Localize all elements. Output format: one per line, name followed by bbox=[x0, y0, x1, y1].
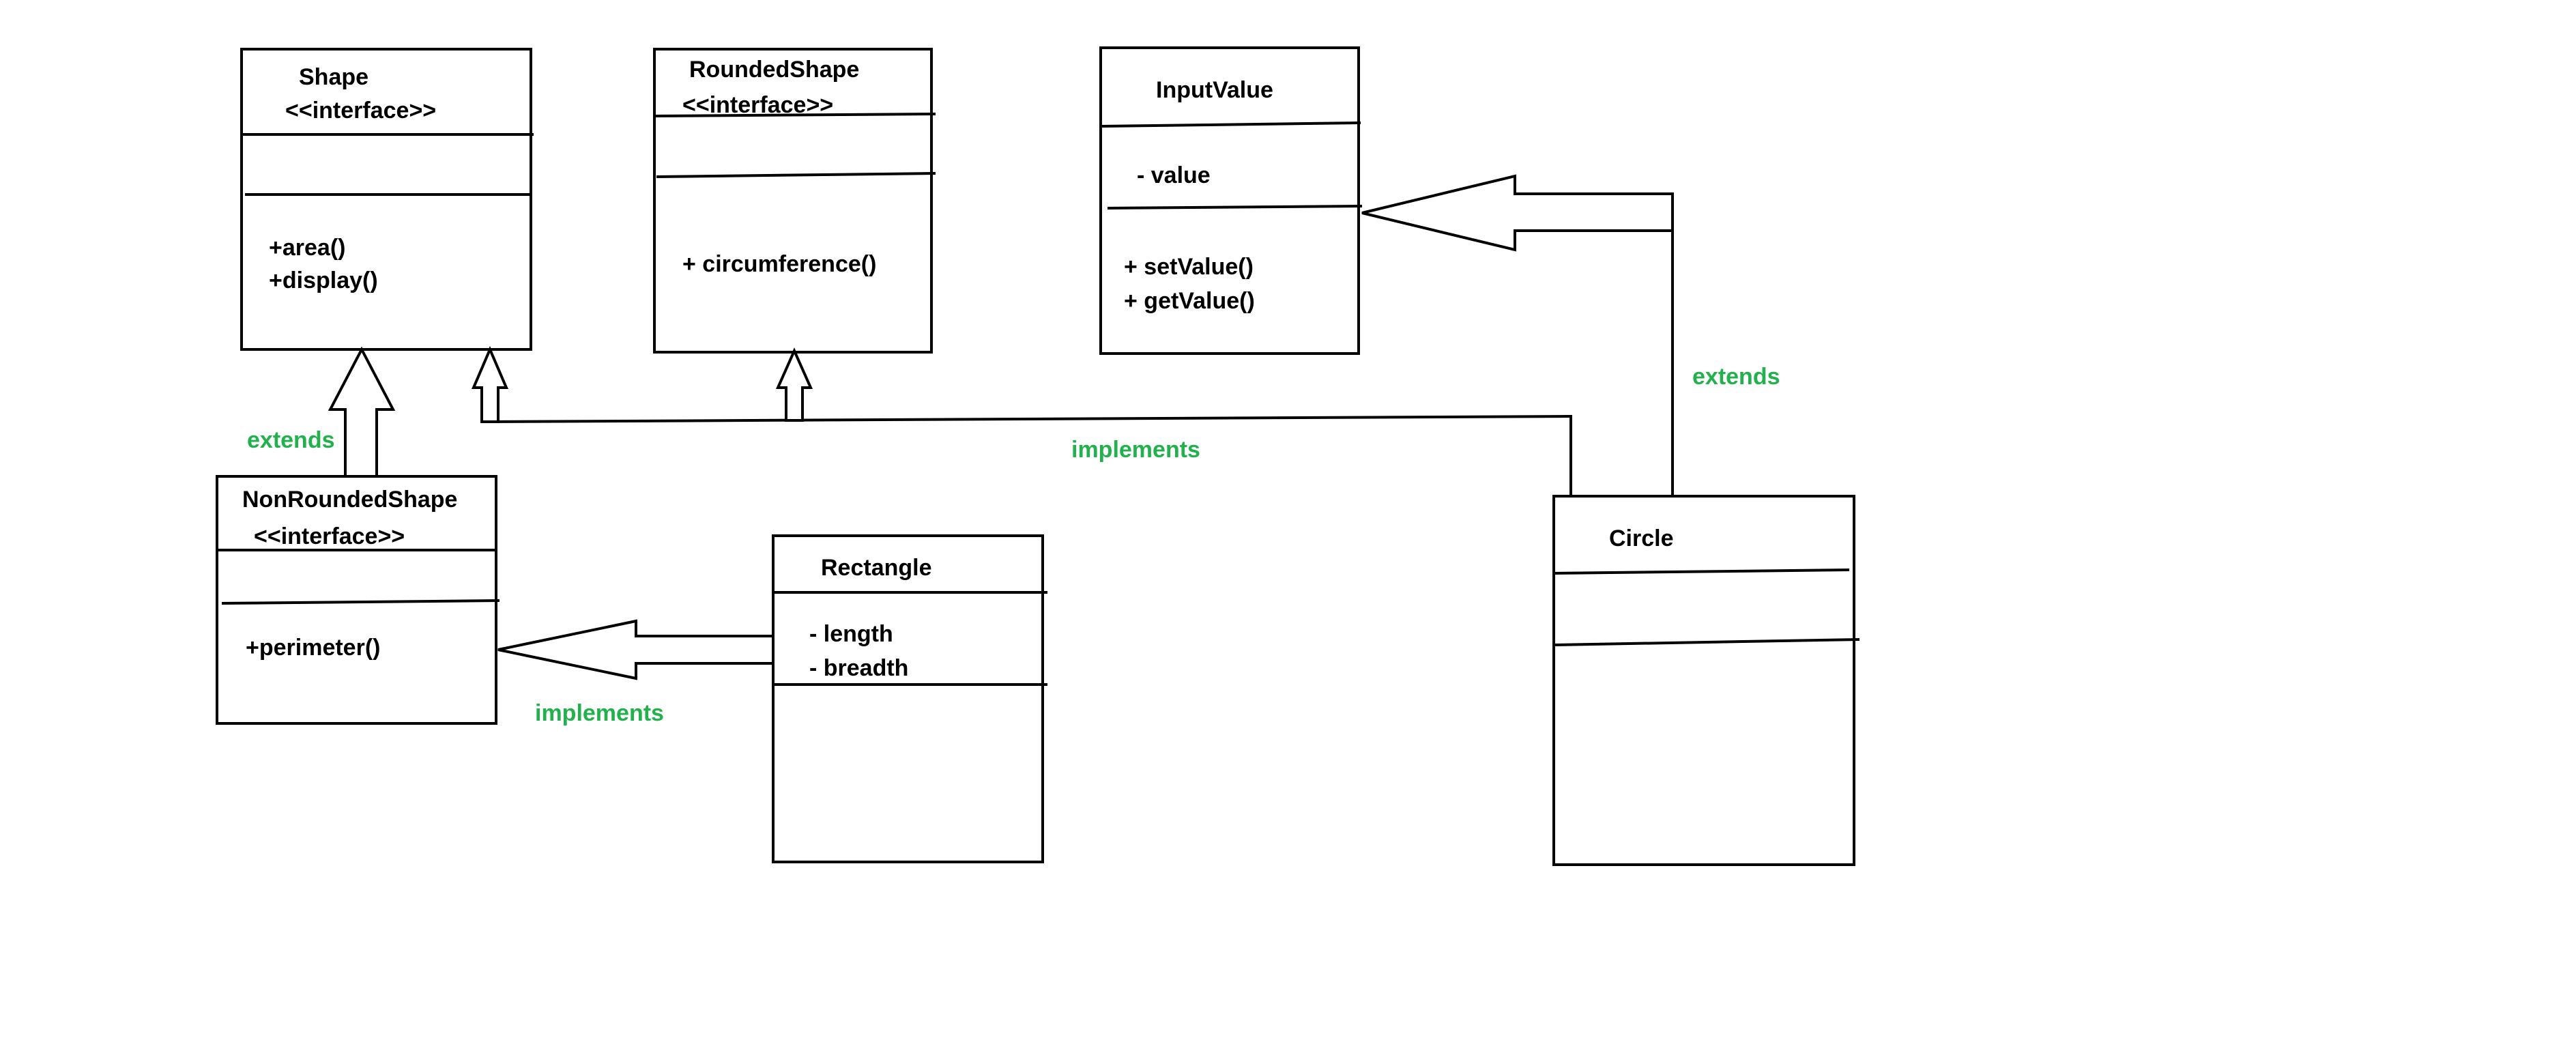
implements-arrow-to-rounded-shape bbox=[775, 347, 813, 422]
class-circle-divider-1 bbox=[1553, 568, 1850, 575]
class-non-rounded-shape-divider-2 bbox=[221, 599, 500, 605]
class-shape-name: Shape bbox=[299, 64, 368, 90]
class-input-value-method: + getValue() bbox=[1124, 288, 1255, 314]
class-rounded-shape: RoundedShape <<interface>> + circumferen… bbox=[653, 48, 936, 354]
class-input-value-divider-2 bbox=[1107, 205, 1363, 210]
class-shape-box bbox=[240, 48, 532, 351]
extends-arrow-nonrounded-to-shape bbox=[328, 346, 396, 478]
implements-arrow-to-shape bbox=[471, 345, 509, 423]
class-rounded-shape-divider-2 bbox=[656, 172, 936, 178]
extends-label-left: extends bbox=[247, 427, 335, 453]
class-rounded-shape-name: RoundedShape bbox=[689, 57, 859, 83]
implements-label-bottom: implements bbox=[535, 700, 664, 726]
class-rectangle-attribute: - breadth bbox=[809, 655, 908, 681]
class-rectangle-attribute: - length bbox=[809, 621, 893, 647]
class-input-value-box bbox=[1099, 46, 1360, 355]
class-non-rounded-shape-stereotype: <<interface>> bbox=[254, 523, 405, 549]
class-rectangle-box bbox=[772, 534, 1044, 863]
class-non-rounded-shape-method: +perimeter() bbox=[246, 635, 380, 661]
class-input-value-name: InputValue bbox=[1156, 77, 1273, 103]
class-circle-box bbox=[1552, 495, 1855, 866]
implements-connector-horizontal bbox=[481, 415, 1572, 423]
class-circle-name: Circle bbox=[1609, 526, 1674, 551]
class-non-rounded-shape-name: NonRoundedShape bbox=[242, 487, 457, 513]
class-rounded-shape-divider-1 bbox=[654, 113, 936, 117]
class-input-value-method: + setValue() bbox=[1124, 254, 1254, 280]
extends-arrow-circle-to-input-value bbox=[1361, 174, 1674, 252]
implements-arrow-rectangle-to-nonrounded bbox=[497, 619, 775, 680]
class-input-value-attribute: - value bbox=[1137, 162, 1211, 188]
class-non-rounded-shape: NonRoundedShape <<interface>> +perimeter… bbox=[216, 475, 500, 725]
implements-label-top: implements bbox=[1071, 437, 1200, 463]
class-rounded-shape-method: + circumference() bbox=[682, 251, 876, 277]
class-shape: Shape <<interface>> +area() +display() bbox=[240, 48, 534, 351]
class-shape-method: +display() bbox=[269, 268, 378, 293]
class-input-value-divider-1 bbox=[1100, 121, 1361, 128]
extends-label-right: extends bbox=[1692, 364, 1780, 390]
class-circle: Circle bbox=[1552, 495, 1860, 866]
class-rounded-shape-stereotype: <<interface>> bbox=[682, 92, 833, 118]
class-shape-stereotype: <<interface>> bbox=[285, 98, 436, 124]
class-circle-divider-2 bbox=[1553, 638, 1860, 646]
class-input-value: InputValue - value + setValue() + getVal… bbox=[1099, 46, 1363, 355]
class-shape-method: +area() bbox=[269, 235, 345, 261]
class-rectangle: Rectangle - length - breadth bbox=[772, 534, 1047, 863]
class-rectangle-name: Rectangle bbox=[821, 555, 932, 581]
